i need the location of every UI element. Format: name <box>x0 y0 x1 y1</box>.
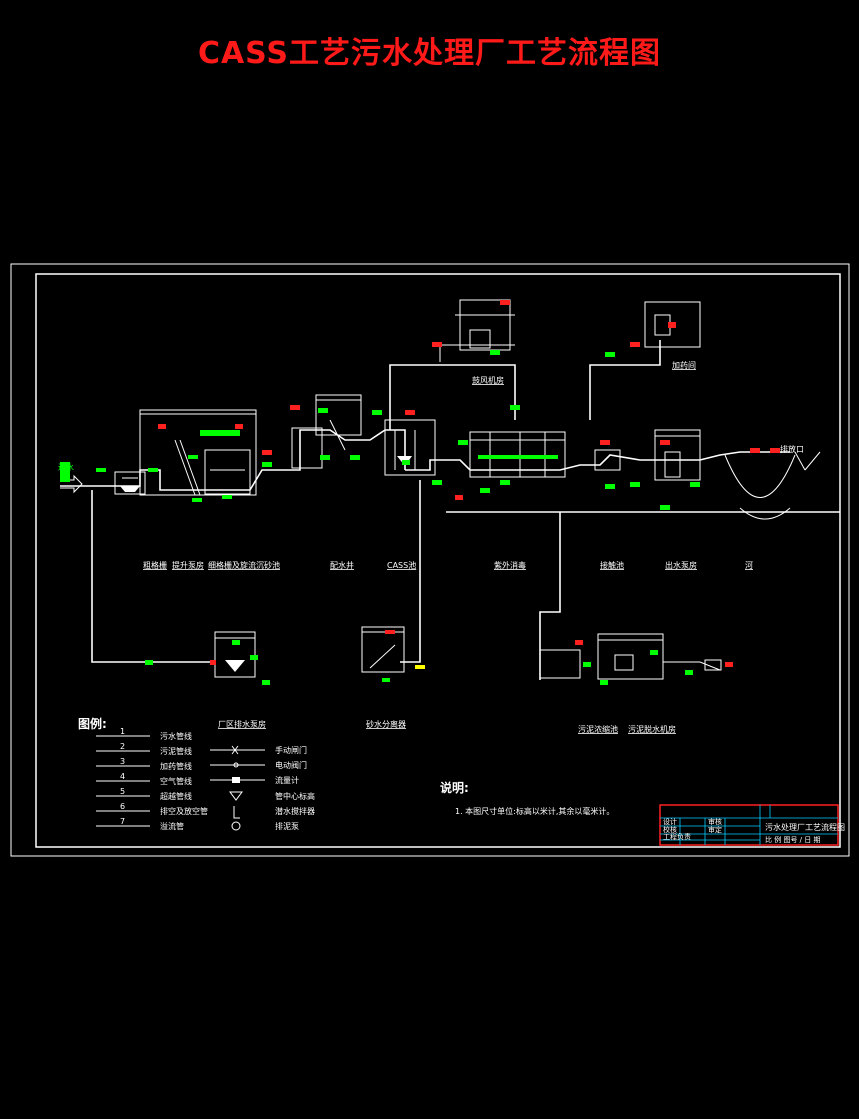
legend-heading: 图例: <box>78 716 107 731</box>
svg-text:溢流管: 溢流管 <box>160 821 184 831</box>
svg-text:设计: 设计 <box>663 817 677 826</box>
label-cass-tank: CASS池 <box>387 560 416 570</box>
svg-text:5: 5 <box>120 787 125 796</box>
blower-room-structure <box>432 299 515 355</box>
fine-screen-structure <box>262 394 362 469</box>
svg-text:管中心标高: 管中心标高 <box>275 791 315 801</box>
svg-text:污泥管线: 污泥管线 <box>160 746 192 756</box>
inner-frame <box>35 273 841 848</box>
label-lift-pump: 提升泵房 <box>172 560 204 570</box>
label-sand-water-separator: 砂水分离器 <box>366 719 406 729</box>
svg-text:2: 2 <box>120 742 125 751</box>
legend-item: 6 排空及放空管 <box>96 802 208 816</box>
svg-text:校核: 校核 <box>663 825 677 834</box>
svg-text:加药管线: 加药管线 <box>160 761 192 771</box>
legend-item: 7 溢流管 <box>96 817 184 831</box>
label-outfall-pump: 出水泵房 <box>665 560 697 570</box>
legend-item: 1 污水管线 <box>96 727 192 741</box>
label-distribution-well: 配水井 <box>330 560 354 570</box>
title-block-footer: 比 例 图号 / 日 期 <box>765 835 820 844</box>
notes: 说明: 1. 本图尺寸单位:标高以米计,其余以毫米计。 <box>440 780 614 816</box>
svg-text:1: 1 <box>120 727 125 736</box>
label-dosing-room: 加药间 <box>672 360 696 370</box>
uv-disinfection-structure <box>594 440 621 489</box>
cass-tank-structure <box>455 405 566 500</box>
svg-text:手动闸门: 手动闸门 <box>275 745 307 755</box>
inflow-tag <box>60 462 70 482</box>
svg-text:污水管线: 污水管线 <box>160 731 192 741</box>
svg-text:审定: 审定 <box>708 825 722 834</box>
main-flow-line <box>60 340 840 680</box>
outer-frame <box>10 263 850 857</box>
distribution-well-structure <box>372 410 442 485</box>
notes-line-1: 1. 本图尺寸单位:标高以米计,其余以毫米计。 <box>455 806 614 816</box>
inlet-arrow-icon <box>60 474 83 494</box>
contact-tank-structure <box>630 429 701 510</box>
label-sludge-thickener: 污泥浓缩池 <box>578 724 618 734</box>
legend-item: 4 空气管线 <box>96 772 192 786</box>
svg-text:6: 6 <box>120 802 125 811</box>
label-river: 河 <box>745 560 753 570</box>
svg-text:4: 4 <box>120 772 125 781</box>
notes-heading: 说明: <box>440 780 469 795</box>
svg-text:电动阀门: 电动阀门 <box>275 760 307 770</box>
label-uv: 紫外消毒 <box>494 560 526 570</box>
coarse-screen-structure <box>114 471 146 495</box>
svg-text:流量计: 流量计 <box>275 775 299 785</box>
sludge-treatment-structure <box>539 633 733 685</box>
river-outfall <box>724 448 821 520</box>
title-block-drawing-name: 污水处理厂工艺流程图 <box>765 822 845 832</box>
page-title: CASS工艺污水处理厂工艺流程图 <box>197 36 662 71</box>
svg-text:7: 7 <box>120 817 125 826</box>
svg-text:审核: 审核 <box>708 817 722 826</box>
legend-symbol: 管中心标高 <box>229 791 315 801</box>
svg-text:3: 3 <box>120 757 125 766</box>
label-inflow: 进水 <box>58 462 74 472</box>
legend: 图例: 1 污水管线 2 污泥管线 3 加药管线 4 空气管线 5 超越管线 <box>78 716 315 831</box>
plant-drainage-structure <box>145 631 270 685</box>
legend-symbol: 潜水搅拌器 <box>233 806 315 819</box>
legend-item: 2 污泥管线 <box>96 742 192 756</box>
svg-text:空气管线: 空气管线 <box>160 776 192 786</box>
legend-symbol: 流量计 <box>210 775 299 785</box>
legend-item: 5 超越管线 <box>96 787 192 801</box>
legend-symbol: 电动阀门 <box>210 760 307 770</box>
dosing-room-structure <box>605 301 701 357</box>
label-sludge-dewatering: 污泥脱水机房 <box>628 724 676 734</box>
legend-symbol: 手动闸门 <box>210 745 307 755</box>
label-coarse-screen: 粗格栅 <box>143 560 167 570</box>
svg-text:排泥泵: 排泥泵 <box>275 821 299 831</box>
sand-water-separator-structure <box>361 626 425 682</box>
label-outflow: 排放口 <box>780 444 804 454</box>
svg-text:排空及放空管: 排空及放空管 <box>160 806 208 816</box>
svg-text:超越管线: 超越管线 <box>160 791 192 801</box>
label-contact-tank: 接触池 <box>600 560 624 570</box>
svg-text:工程负责: 工程负责 <box>663 832 691 841</box>
label-fine-screen: 细格栅及旋流沉砂池 <box>208 560 280 570</box>
label-plant-drainage: 厂区排水泵房 <box>218 719 266 729</box>
legend-symbol: 排泥泵 <box>231 821 299 831</box>
label-blower-room: 鼓风机房 <box>472 375 504 385</box>
lift-pump-room-structure <box>96 409 257 502</box>
title-block: 设计 校核 审核 审定 工程负责 污水处理厂工艺流程图 比 例 图号 / 日 期 <box>659 804 845 846</box>
legend-item: 3 加药管线 <box>96 757 192 771</box>
svg-text:潜水搅拌器: 潜水搅拌器 <box>275 806 315 816</box>
